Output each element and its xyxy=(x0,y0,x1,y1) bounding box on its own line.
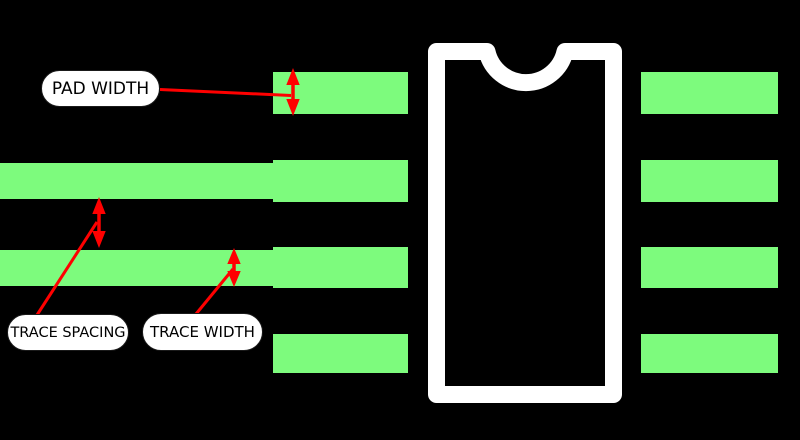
trace-spacing-leader-line xyxy=(35,221,99,316)
right-pad-row-4 xyxy=(641,334,778,373)
pads-layer xyxy=(0,72,778,373)
pad-width-leader-line xyxy=(159,88,292,97)
left-trace-row-3 xyxy=(0,250,273,286)
right-pad-row-3 xyxy=(641,247,778,288)
ic-chip-outline xyxy=(428,43,622,403)
left-pad-row-4 xyxy=(273,334,408,373)
left-pad-row-3 xyxy=(273,247,408,288)
pad-width-arrowhead-up xyxy=(286,68,300,85)
trace-width-label: TRACE WIDTH xyxy=(142,313,263,351)
pad-width-arrowhead-down xyxy=(286,99,300,116)
trace-width-leader-line xyxy=(194,268,235,315)
trace-width-label-text: TRACE WIDTH xyxy=(150,323,255,341)
trace-spacing-label: TRACE SPACING xyxy=(7,314,129,351)
trace-spacing-label-text: TRACE SPACING xyxy=(10,324,126,341)
trace-width-arrowhead-down xyxy=(227,271,241,287)
leader-lines xyxy=(35,88,292,316)
left-pad-row-2 xyxy=(273,160,408,202)
pad-width-dimension-arrow xyxy=(286,68,300,116)
pad-width-label: PAD WIDTH xyxy=(41,70,160,107)
trace-width-dimension-arrow xyxy=(227,248,241,287)
trace-spacing-arrowhead-down xyxy=(92,231,106,248)
trace-spacing-dimension-arrow xyxy=(92,197,106,248)
right-pad-row-2 xyxy=(641,160,778,202)
trace-width-arrowhead-up xyxy=(227,248,241,264)
left-trace-row-2 xyxy=(0,163,273,199)
right-pad-row-1 xyxy=(641,72,778,114)
trace-spacing-arrowhead-up xyxy=(92,197,106,214)
pad-width-label-text: PAD WIDTH xyxy=(51,78,150,99)
